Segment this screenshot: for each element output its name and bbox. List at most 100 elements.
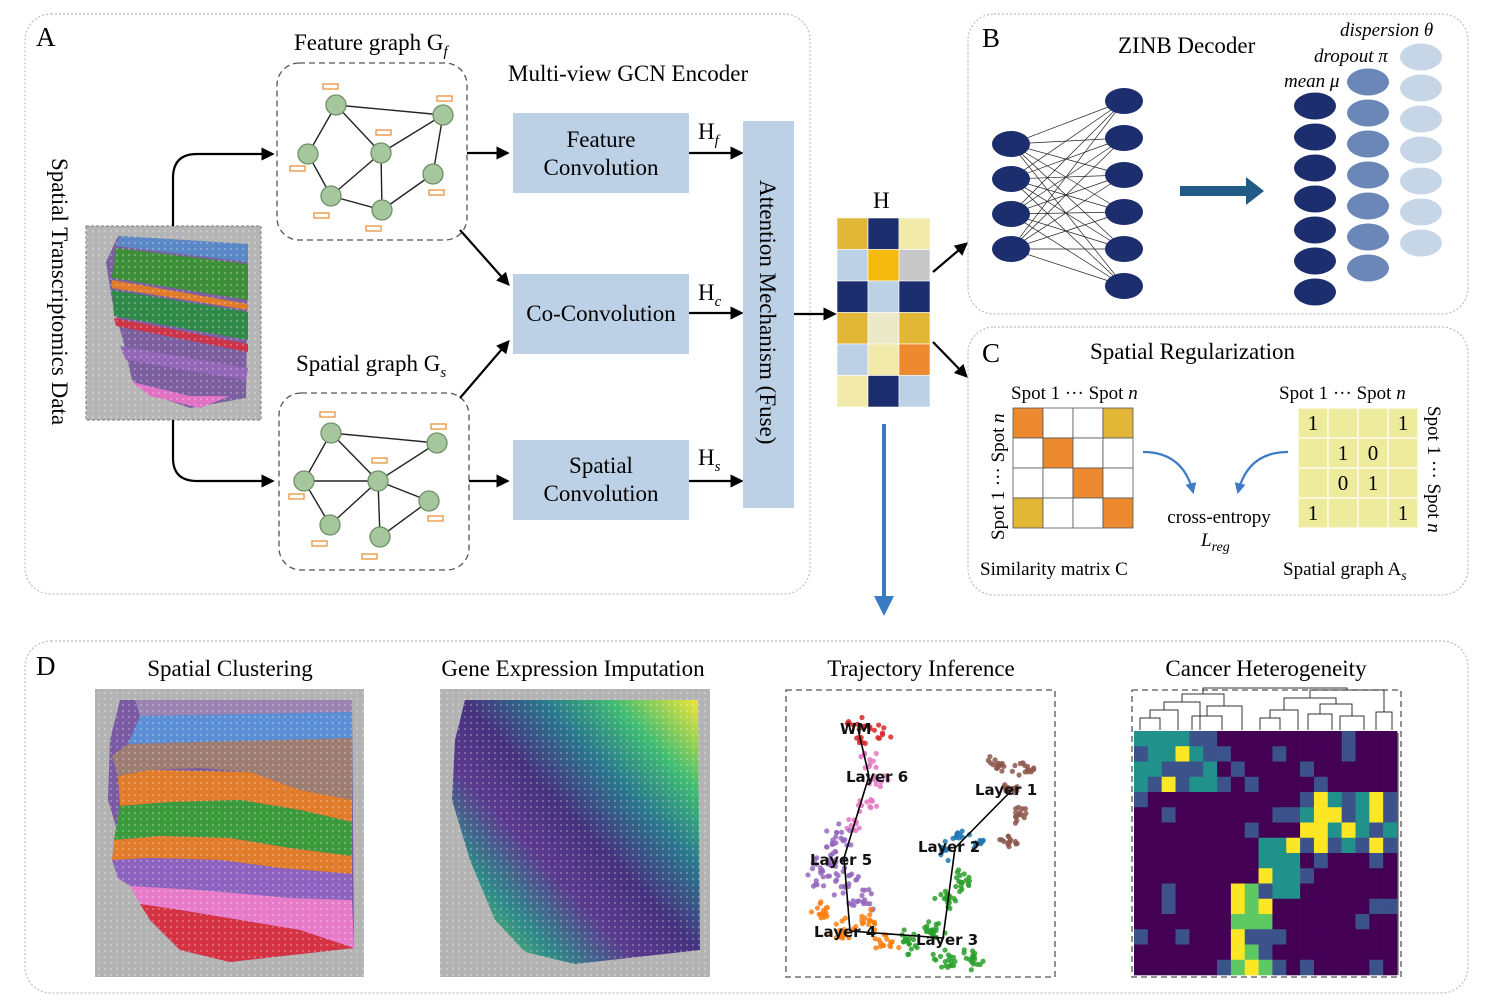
heatmap-cell (1383, 731, 1398, 747)
adjacency-col-header: Spot 1 ··· Spot n (1279, 383, 1406, 404)
similarity-cell (1102, 467, 1134, 499)
heatmap-cell (1230, 807, 1246, 823)
umap-point (812, 856, 818, 862)
feature-graph-box (276, 62, 468, 241)
umap-point (846, 816, 852, 823)
umap-point (1014, 813, 1020, 820)
heatmap-cell (1355, 868, 1370, 884)
heatmap-cell (1203, 761, 1218, 778)
arrow-to-spatial-graph (171, 420, 275, 488)
heatmap-cell (1147, 822, 1162, 839)
heatmap-cell (1217, 822, 1232, 839)
heatmap-cell (1161, 761, 1176, 778)
heatmap-cell (1341, 929, 1356, 945)
heatmap-cell (1355, 792, 1370, 808)
panel-b-frame (967, 13, 1469, 315)
encoder-node (992, 166, 1030, 192)
heatmap-cell (1161, 853, 1176, 869)
umap-point (945, 957, 952, 963)
heatmap-cell (1313, 792, 1329, 808)
similarity-cell (1072, 467, 1104, 499)
heatmap-cell (1175, 914, 1190, 930)
heatmap-cell (1244, 792, 1259, 808)
mean-node (1294, 278, 1336, 306)
heatmap-cell (1134, 944, 1149, 961)
task-trajectory: Trajectory Inference (827, 656, 1015, 681)
heatmap-cell (1369, 959, 1384, 976)
umap-point (849, 871, 855, 877)
heatmap-cell (1203, 776, 1218, 793)
h-cell (898, 343, 931, 376)
umap-point (875, 735, 881, 741)
heatmap-cell (1300, 792, 1315, 808)
heatmap-cell (1230, 792, 1246, 808)
heatmap-cell (1369, 837, 1384, 854)
heatmap-cell (1258, 883, 1273, 900)
umap-point (957, 888, 963, 895)
heatmap-cell (1230, 914, 1246, 930)
umap-point (860, 919, 867, 926)
heatmap-cell (1161, 883, 1176, 900)
heatmap-cell (1258, 929, 1273, 945)
heatmap-cell (1161, 929, 1176, 945)
umap-point (833, 921, 839, 927)
umap-point (937, 953, 944, 959)
task-cancer: Cancer Heterogeneity (1165, 656, 1367, 681)
heatmap-cell (1313, 868, 1329, 884)
heatmap-cell (1203, 837, 1218, 854)
hs-label: Hs (698, 445, 721, 475)
heatmap-cell (1355, 898, 1370, 915)
umap-point (873, 764, 879, 770)
input-tissue-image (85, 225, 262, 421)
encoder-title: Multi-view GCN Encoder (508, 61, 749, 86)
heatmap-cell (1341, 868, 1356, 884)
umap-point (848, 822, 854, 829)
heatmap-cell (1272, 883, 1287, 900)
heatmap-cell (1341, 837, 1356, 854)
umap-point (823, 905, 829, 911)
task-imputation: Gene Expression Imputation (441, 656, 705, 681)
heatmap-cell (1355, 731, 1370, 747)
heatmap-cell (1300, 746, 1315, 762)
umap-point (860, 887, 866, 893)
similarity-cell (1042, 497, 1074, 529)
heatmap-cell (1175, 853, 1190, 869)
umap-point (856, 898, 862, 904)
adjacency-value: 0 (1338, 471, 1349, 495)
spatial-graph (293, 422, 448, 548)
umap-point (859, 714, 865, 721)
heatmap-cell (1300, 944, 1315, 961)
umap-point (868, 906, 874, 913)
heatmap-cell (1355, 837, 1370, 854)
arrow-to-feature-graph (171, 147, 275, 226)
dropout-node (1347, 254, 1389, 282)
umap-point (884, 936, 890, 942)
heatmap-cell (1341, 883, 1356, 900)
heatmap-cell (1355, 959, 1370, 976)
umap-point (1012, 762, 1018, 769)
h-cell (898, 312, 931, 345)
umap-point (1013, 841, 1019, 847)
umap-point (1021, 815, 1027, 821)
hf-label: Hf (698, 119, 721, 149)
panel-a-letter: A (36, 22, 56, 52)
umap-point (831, 892, 837, 898)
umap-point (833, 877, 840, 883)
umap-point (1019, 806, 1025, 812)
h-cell (867, 375, 900, 408)
heatmap-cell (1355, 746, 1370, 762)
umap-point (873, 803, 880, 809)
heatmap-cell (1217, 959, 1232, 976)
h-cell (867, 217, 900, 250)
umap-point (901, 927, 907, 933)
heatmap-cell (1383, 761, 1398, 778)
heatmap-cell (1313, 929, 1329, 945)
umap-point (820, 883, 827, 889)
umap-point (832, 863, 839, 869)
heatmap-cell (1189, 959, 1204, 976)
umap-point (999, 760, 1005, 767)
adjacency-cell (1327, 497, 1359, 529)
h-cell (836, 343, 869, 376)
umap-point (881, 725, 887, 731)
heatmap-cell (1161, 807, 1176, 823)
